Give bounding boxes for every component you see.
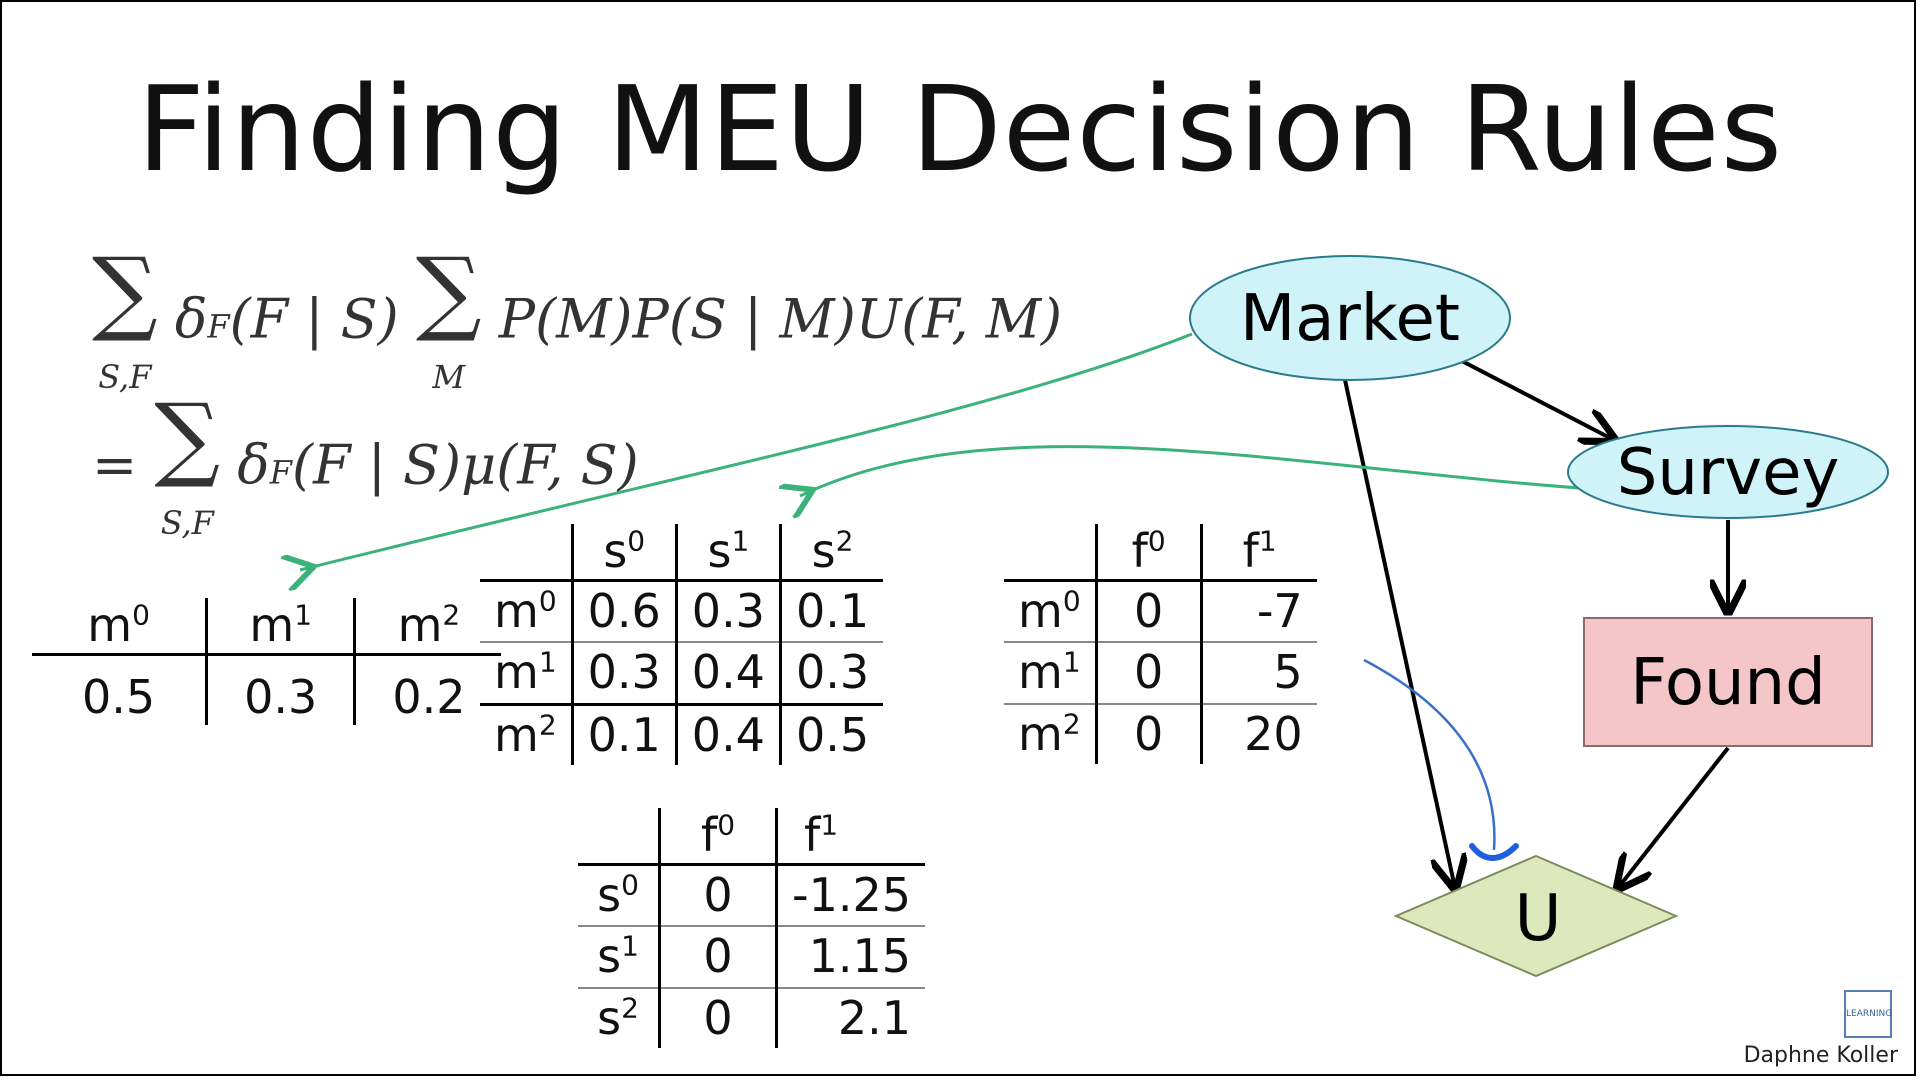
expected-utility-term: P(M)P(S | M)U(F, M) xyxy=(498,287,1063,351)
table-row: s1 0 1.15 xyxy=(578,926,926,989)
survey-cpd-table: s0 s1 s2 m0 0.6 0.3 0.1 m1 0.3 0.4 0.3 m… xyxy=(480,524,884,765)
node-survey-label: Survey xyxy=(1617,436,1840,510)
table-row: s2 0 2.1 xyxy=(578,987,925,1048)
market-prior-table: m0 m1 m2 0.5 0.3 0.2 xyxy=(32,598,502,726)
author-credit: Daphne Koller xyxy=(1743,1043,1898,1068)
table-row: m0 0.6 0.3 0.1 xyxy=(480,580,884,644)
node-survey[interactable]: Survey xyxy=(1567,425,1889,519)
utility-table: f0 f1 m0 0 -7 m1 0 5 m2 0 20 xyxy=(1004,524,1317,764)
green-arrow-survey-to-cpd xyxy=(800,445,1609,496)
table-row: m2 0.1 0.4 0.5 xyxy=(480,704,883,765)
course-logo: LEARNING xyxy=(1844,990,1892,1038)
sum-subscript: S,F xyxy=(98,358,152,396)
node-utility-label: U xyxy=(1515,882,1562,956)
green-arrow-market-to-prior xyxy=(300,332,1193,570)
edge-market-survey xyxy=(1459,358,1614,440)
slide-title: Finding MEU Decision Rules xyxy=(136,60,1784,198)
decision-rule-term: (F | S) xyxy=(229,287,399,351)
table-row: m1 0 5 xyxy=(1004,642,1317,705)
formula-line-2: = ∑ S,F δF(F | S)μ(F, S) xyxy=(92,392,639,547)
blue-arrow-utility-to-node xyxy=(1363,658,1496,851)
mu-term: (F | S)μ(F, S) xyxy=(292,433,639,497)
delta-symbol: δ xyxy=(237,433,270,497)
table-cell: 0.3 xyxy=(206,654,357,726)
table-row: m2 0 20 xyxy=(1004,703,1317,764)
sum-symbol: ∑ xyxy=(415,238,482,345)
node-found[interactable]: Found xyxy=(1583,617,1873,747)
table-cell: 0.2 xyxy=(392,670,466,725)
table-row: s0 0 -1.25 xyxy=(578,864,926,928)
node-found-label: Found xyxy=(1630,646,1825,720)
edge-market-utility xyxy=(1343,379,1455,888)
equals-sign: = xyxy=(92,433,138,497)
node-utility[interactable]: U xyxy=(1393,854,1679,978)
sum-subscript: S,F xyxy=(160,504,214,542)
table-row: m0 0 -7 xyxy=(1004,580,1317,644)
delta-symbol: δ xyxy=(174,287,208,351)
delta-subscript: F xyxy=(269,453,292,492)
mu-table: f0 f1 s0 0 -1.25 s1 0 1.15 s2 0 2.1 xyxy=(578,808,926,1048)
node-market[interactable]: Market xyxy=(1189,255,1511,381)
sum-symbol: ∑ xyxy=(92,238,158,345)
sum-subscript: M xyxy=(432,358,466,396)
table-row: m1 0.3 0.4 0.3 xyxy=(480,642,884,706)
formula-line-1: ∑ S,F δF(F | S) ∑ M P(M)P(S | M)U(F, M) xyxy=(92,246,1062,401)
delta-subscript: F xyxy=(207,307,230,346)
edge-found-utility xyxy=(1618,746,1730,888)
table-cell: 0.5 xyxy=(32,654,209,726)
node-market-label: Market xyxy=(1240,282,1460,356)
sum-symbol: ∑ xyxy=(154,384,221,491)
blue-arrowhead xyxy=(1469,843,1519,861)
